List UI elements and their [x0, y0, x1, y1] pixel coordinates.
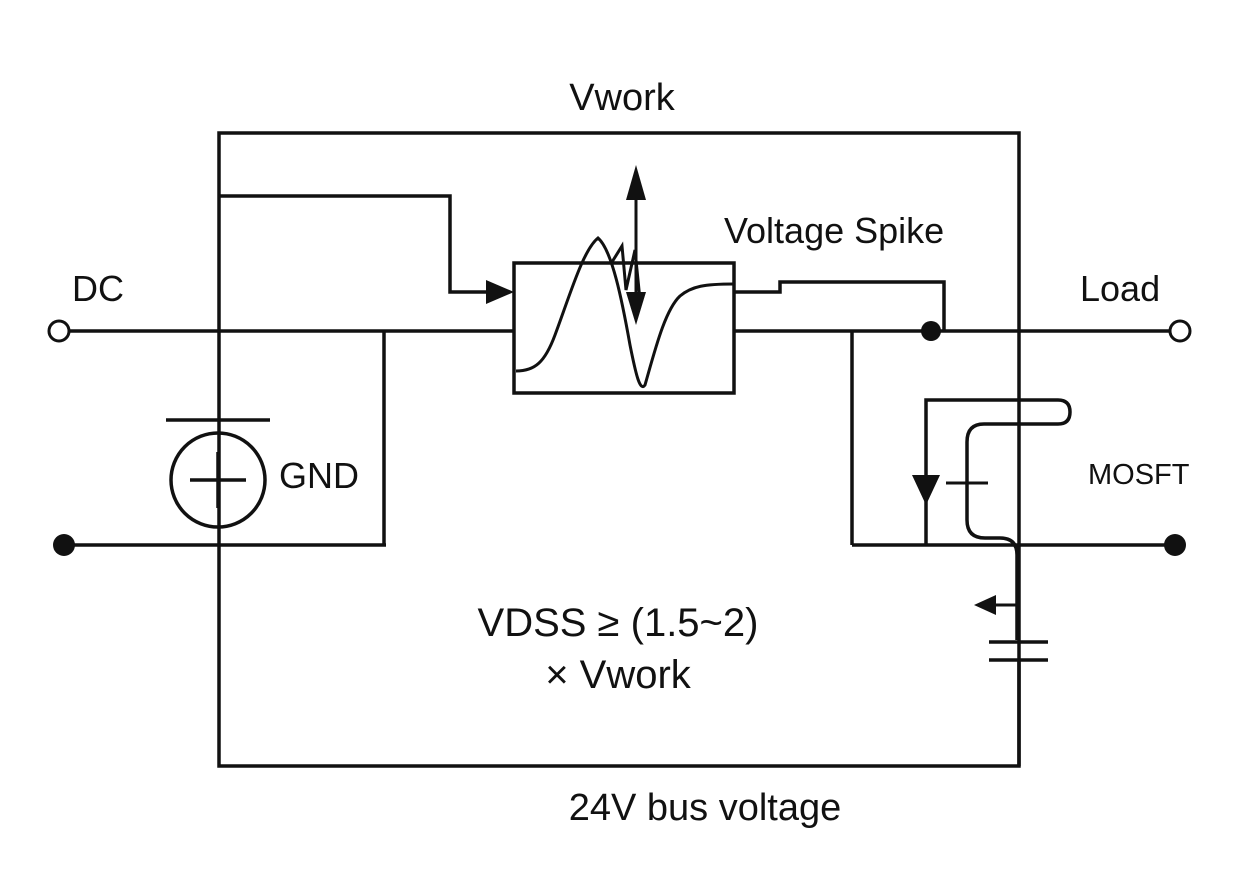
mosfet-label: MOSFT: [1088, 459, 1190, 491]
formula-line-2: × Vwork: [545, 653, 692, 697]
dc-label: DC: [72, 268, 124, 309]
spike-offset-wire: [734, 280, 946, 331]
dc-source-circle-plus-icon: [166, 418, 270, 529]
load-label: Load: [1080, 268, 1160, 309]
mosfet-symbol-icon: [912, 398, 1072, 640]
formula-line-1: VDSS ≥ (1.5~2): [478, 601, 759, 645]
spike-waveform: [515, 236, 735, 389]
spike-arrow-icon: [626, 165, 646, 200]
vwork-label: Vwork: [569, 77, 676, 119]
lower-right-terminal-dot: [1164, 534, 1186, 556]
feed-wire: [219, 194, 500, 294]
outer-frame: [217, 131, 1021, 768]
junction-dot-right: [921, 321, 941, 341]
voltage-spike-label: Voltage Spike: [724, 210, 944, 251]
spike-arrow-down-icon: [626, 292, 646, 325]
feed-arrow-icon: [486, 280, 514, 304]
dc-terminal: [47, 319, 71, 343]
capacitor-icon: [974, 595, 1048, 766]
ground-terminal-dot: [53, 534, 75, 556]
gnd-label: GND: [279, 455, 359, 496]
bus-voltage-label: 24V bus voltage: [569, 787, 842, 829]
load-terminal: [1168, 319, 1192, 343]
